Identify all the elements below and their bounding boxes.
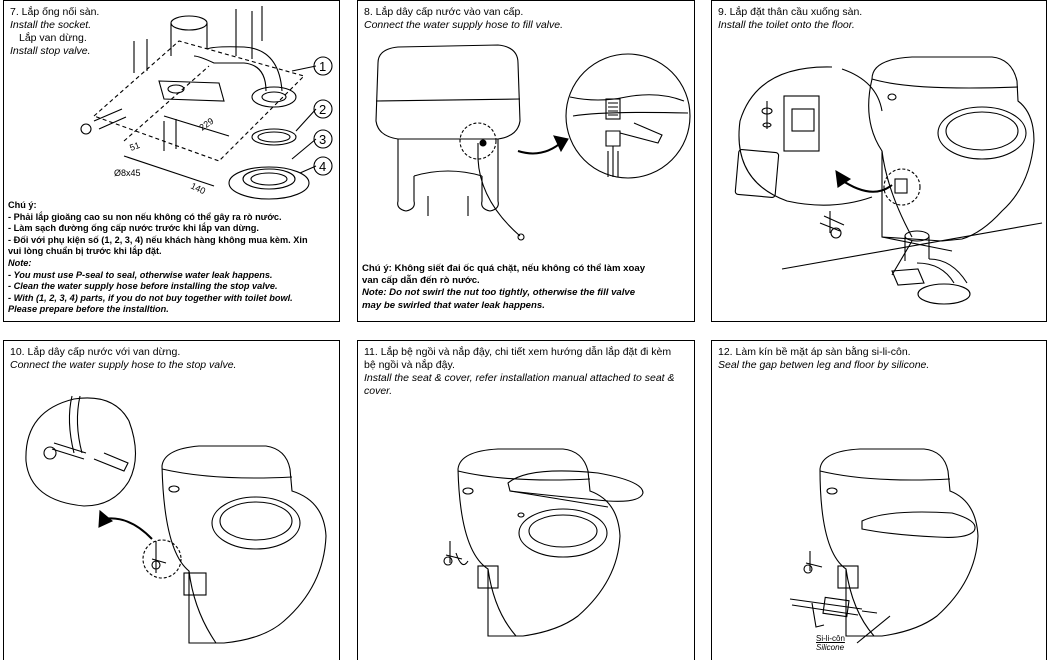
step-9-title-en: Install the toilet onto the floor. — [718, 19, 855, 31]
dim-229: 229 — [197, 116, 215, 133]
step-11-header: 11. Lắp bệ ngồi và nắp đậy, chi tiết xem… — [364, 346, 688, 398]
step-7-title-en: Install the socket. — [10, 19, 92, 31]
step-7-title-vi: 7. Lắp ống nối sàn. — [10, 6, 100, 18]
step-9-title-vi: 9. Lắp đặt thân cầu xuống sàn. — [718, 6, 863, 18]
dim-diameter: Ø8x45 — [114, 168, 141, 178]
note-vi-line: - Làm sạch đường ống cấp nước trước khi … — [8, 223, 259, 234]
panel-step-8: 8. Lắp dây cấp nước vào van cấp. Connect… — [357, 0, 695, 322]
step-8-title-en: Connect the water supply hose to fill va… — [364, 19, 564, 31]
part-number-2: 2 — [319, 102, 326, 117]
panel-step-7: 7. Lắp ống nối sàn. Install the socket. … — [3, 0, 340, 322]
step-8-header: 8. Lắp dây cấp nước vào van cấp. Connect… — [364, 6, 688, 32]
note-en-line: - Clean the water supply hose before ins… — [8, 281, 278, 292]
note-vi-line: vui lòng chuẩn bị trước khi lắp đặt. — [8, 246, 162, 257]
note-vi-line: - Đối với phụ kiện số (1, 2, 3, 4) nếu k… — [8, 234, 308, 245]
panel-step-9: 9. Lắp đặt thân cầu xuống sàn. Install t… — [711, 0, 1047, 322]
silicone-seal-diagram — [789, 448, 979, 644]
panel-step-12: 12. Làm kín bề mặt áp sàn bằng si-li-côn… — [711, 340, 1047, 660]
note-en-line: - You must use P-seal to seal, otherwise… — [8, 269, 273, 280]
step-7-sub-vi: Lắp van dừng. — [19, 32, 87, 44]
silicone-label-en: Silicone — [816, 643, 845, 652]
step-10-title-vi: 10. Lắp dây cấp nước với van dừng. — [10, 346, 181, 358]
part-number-3: 3 — [319, 132, 326, 147]
step-11-title-vi: 11. Lắp bệ ngồi và nắp đậy, chi tiết xem… — [364, 346, 672, 358]
step-9-header: 9. Lắp đặt thân cầu xuống sàn. Install t… — [718, 6, 1040, 32]
silicone-label-vi: Si-li-côn — [816, 634, 845, 643]
step-8-title-vi: 8. Lắp dây cấp nước vào van cấp. — [364, 6, 524, 18]
note-vi-heading: Chú ý: — [8, 200, 37, 210]
note-en-heading: Note: — [8, 257, 32, 268]
dim-51: 51 — [128, 140, 141, 153]
step-7-header: 7. Lắp ống nối sàn. Install the socket. … — [10, 6, 333, 58]
silicone-label: Si-li-côn Silicone — [816, 634, 845, 652]
step-11-title-vi-2: bệ ngồi và nắp đậy. — [364, 359, 455, 371]
panel-step-11: 11. Lắp bệ ngồi và nắp đậy, chi tiết xem… — [357, 340, 695, 660]
note-en-line: may be swirled that water leak happens. — [362, 299, 545, 311]
part-number-4: 4 — [319, 159, 326, 174]
part-number-1: 1 — [319, 59, 326, 74]
step-7-notes: Chú ý: - Phải lắp gioăng cao su non nếu … — [8, 200, 308, 316]
fill-valve-hose-diagram — [375, 44, 691, 241]
seat-cover-diagram — [443, 448, 644, 637]
note-en-line: - With (1, 2, 3, 4) parts, if you do not… — [8, 292, 293, 303]
socket-installation-diagram: 51 229 Ø8x45 140 1 2 3 4 — [80, 6, 333, 200]
note-en-line: Note: Do not swirl the nut too tightly, … — [362, 287, 636, 299]
step-12-title-vi: 12. Làm kín bề mặt áp sàn bằng si-li-côn… — [718, 346, 911, 358]
note-vi-line: van cấp dẫn đến rò nước. — [362, 275, 480, 287]
step-10-header: 10. Lắp dây cấp nước với van dừng. Conne… — [10, 346, 333, 372]
step-11-title-en: Install the seat & cover, refer installa… — [364, 372, 675, 384]
step-10-title-en: Connect the water supply hose to the sto… — [10, 359, 237, 371]
step-12-title-en: Seal the gap betwen leg and floor by sil… — [718, 359, 930, 371]
note-en-line: Please prepare before the installtion. — [8, 304, 169, 315]
step-7-sub-en: Install stop valve. — [10, 45, 91, 57]
note-vi-line: - Phải lắp gioăng cao su non nếu không c… — [8, 211, 282, 222]
stop-valve-hose-diagram — [25, 395, 327, 644]
note-vi-line: Chú ý: Không siết đai ốc quá chặt, nếu k… — [362, 263, 646, 274]
step-12-header: 12. Làm kín bề mặt áp sàn bằng si-li-côn… — [718, 346, 1040, 372]
panel-step-10: 10. Lắp dây cấp nước với van dừng. Conne… — [3, 340, 340, 660]
step-11-title-en-2: cover. — [364, 385, 393, 397]
step-8-notes: Chú ý: Không siết đai ốc quá chặt, nếu k… — [362, 263, 645, 312]
install-toilet-floor-diagram — [734, 56, 1043, 305]
